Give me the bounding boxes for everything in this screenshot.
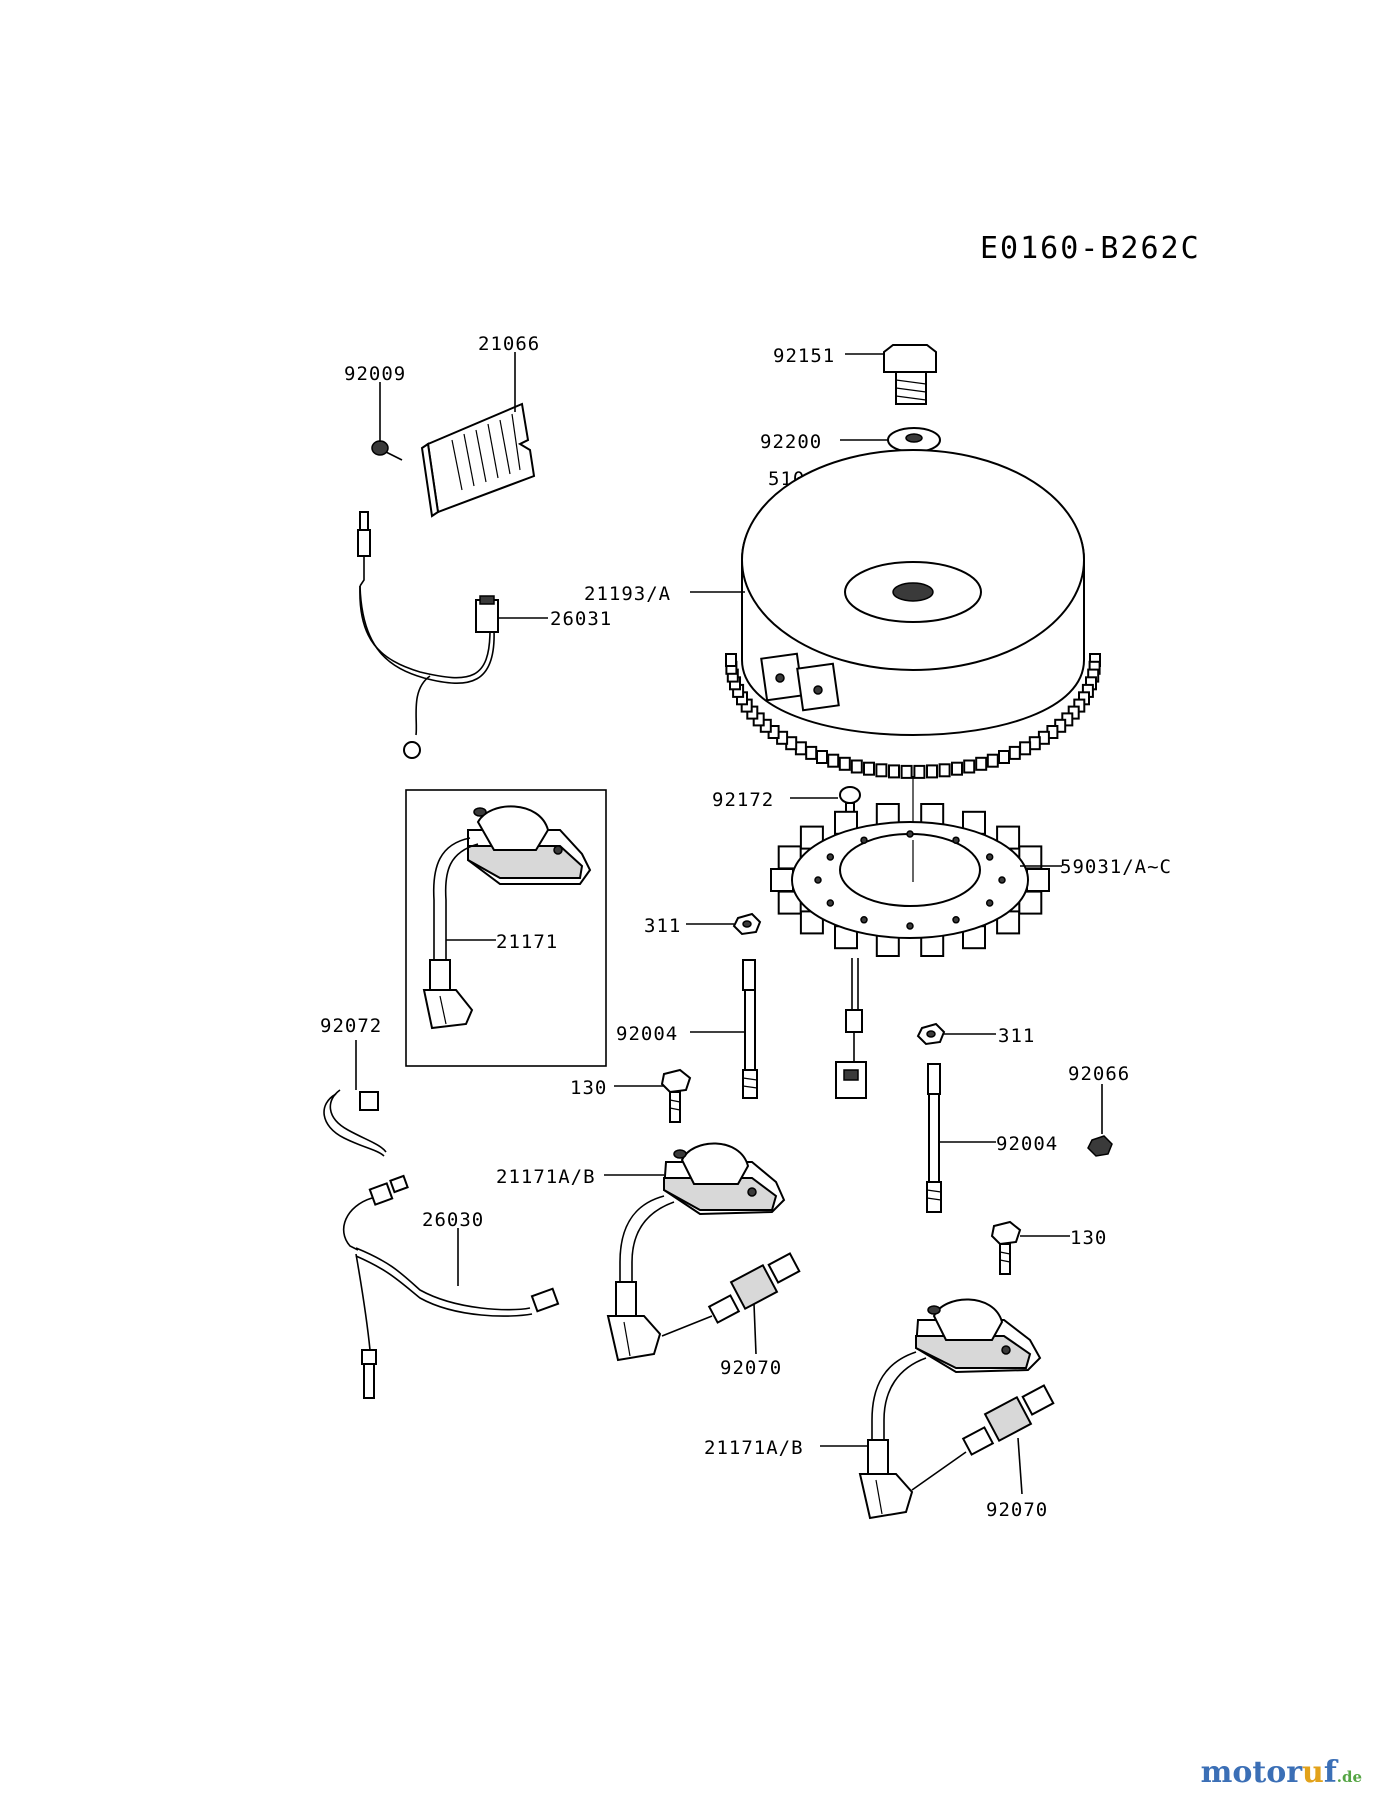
label-130-a: 130 <box>570 1077 607 1099</box>
label-21066: 21066 <box>478 333 540 355</box>
label-21171ab-a: 21171A/B <box>496 1166 596 1188</box>
washer-icon <box>887 427 941 453</box>
nut-icon <box>916 1022 946 1046</box>
ignition-coil-icon <box>422 805 592 1030</box>
label-92072: 92072 <box>320 1015 382 1037</box>
label-92009: 92009 <box>344 363 406 385</box>
label-26030: 26030 <box>422 1209 484 1231</box>
ignition-coil-icon <box>606 1142 786 1362</box>
label-92200: 92200 <box>760 431 822 453</box>
site-watermark: motoruf.de <box>1200 1755 1362 1790</box>
label-92070-b: 92070 <box>986 1499 1048 1521</box>
label-92151: 92151 <box>773 345 835 367</box>
diagram-code: E0160-B262C <box>980 231 1201 266</box>
bolt-icon <box>660 1068 692 1123</box>
bolt-icon <box>990 1220 1022 1275</box>
label-26031: 26031 <box>550 608 612 630</box>
screw-icon <box>371 440 403 461</box>
label-92070-a: 92070 <box>720 1357 782 1379</box>
label-311-a: 311 <box>644 915 681 937</box>
nut-icon <box>732 912 762 936</box>
clamp-icon <box>323 1089 387 1157</box>
spark-plug-icon <box>661 1252 801 1337</box>
stud-icon <box>742 959 758 1099</box>
flywheel-icon <box>725 449 1101 779</box>
stator-icon <box>770 803 1050 1099</box>
label-59031: 59031/A~C <box>1060 856 1172 878</box>
label-130-b: 130 <box>1070 1227 1107 1249</box>
label-92004-b: 92004 <box>996 1133 1058 1155</box>
spark-plug-icon <box>911 1384 1055 1491</box>
label-92004-a: 92004 <box>616 1023 678 1045</box>
harness-icon <box>342 1174 560 1399</box>
label-92066: 92066 <box>1068 1063 1130 1085</box>
label-21171ab-b: 21171A/B <box>704 1437 804 1459</box>
stud-icon <box>926 1063 942 1213</box>
label-92172: 92172 <box>712 789 774 811</box>
label-21171: 21171 <box>496 931 558 953</box>
harness-icon <box>357 511 499 759</box>
regulator-icon <box>420 402 536 518</box>
label-311-b: 311 <box>998 1025 1035 1047</box>
bolt-icon <box>883 344 937 405</box>
label-21193-a: 21193/A <box>584 583 671 605</box>
ignition-coil-icon <box>858 1298 1042 1520</box>
nut-icon <box>1087 1135 1113 1157</box>
detail-box <box>405 789 607 1067</box>
